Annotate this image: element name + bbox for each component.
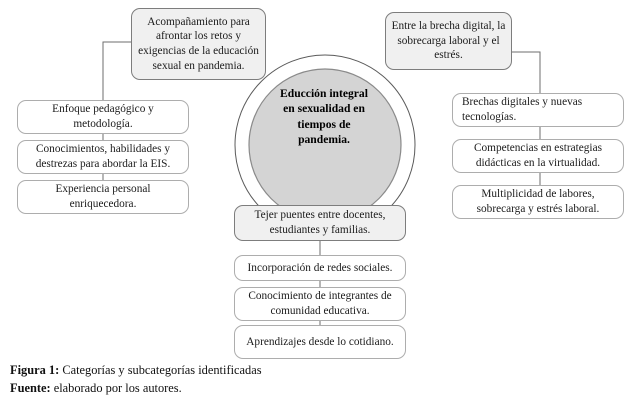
center-line-4: pandemia. xyxy=(298,132,350,146)
caption-figure-line: Figura 1: Categorías y subcategorías ide… xyxy=(10,362,626,380)
subcategory-bottom-2-text: Conocimiento de integrantes de comunidad… xyxy=(248,290,392,317)
caption-source-label: Fuente: xyxy=(10,380,51,395)
subcategory-node-left-3: Experiencia personal enriquecedora. xyxy=(17,180,189,214)
subcategory-bottom-1-text: Incorporación de redes sociales. xyxy=(247,261,393,274)
category-node-top-left: Acompañamiento para afrontar los retos y… xyxy=(131,8,266,80)
subcategory-node-bottom-2: Conocimiento de integrantes de comunidad… xyxy=(234,287,406,321)
subcategory-node-bottom-1: Incorporación de redes sociales. xyxy=(234,255,406,281)
center-line-2: en sexualidad en xyxy=(283,102,365,116)
figure-caption: Figura 1: Categorías y subcategorías ide… xyxy=(10,362,626,397)
subcategory-left-3-text: Experiencia personal enriquecedora. xyxy=(55,183,151,210)
center-concept-label: Educción integral en sexualidad en tiemp… xyxy=(252,86,396,147)
subcategory-right-2-text: Competencias en estrategias didácticas e… xyxy=(474,142,602,169)
subcategory-right-1-text: Brechas digitales y nuevas tecnologías. xyxy=(462,96,583,123)
subcategory-node-right-3: Multiplicidad de labores, sobrecarga y e… xyxy=(452,185,624,219)
subcategory-node-bottom-3: Aprendizajes desde lo cotidiano. xyxy=(234,325,406,359)
caption-figure-label: Figura 1: xyxy=(10,363,60,377)
subcategory-left-1-text: Enfoque pedagógico y metodología. xyxy=(52,103,154,130)
center-line-1: Educción integral xyxy=(280,87,368,100)
subcategory-bottom-3-text: Aprendizajes desde lo cotidiano. xyxy=(246,335,394,348)
caption-source-line: Fuente: elaborado por los autores. xyxy=(10,380,626,398)
center-line-3: tiempos de xyxy=(297,117,351,131)
subcategory-right-3-text: Multiplicidad de labores, sobrecarga y e… xyxy=(476,188,600,215)
subcategory-node-left-1: Enfoque pedagógico y metodología. xyxy=(17,100,189,134)
subcategory-node-right-1: Brechas digitales y nuevas tecnologías. xyxy=(452,93,624,127)
category-top-right-text: Entre la brecha digital, la sobrecarga l… xyxy=(391,19,506,62)
category-node-top-right: Entre la brecha digital, la sobrecarga l… xyxy=(385,12,512,70)
subcategory-left-2-text: Conocimientos, habilidades y destrezas p… xyxy=(35,143,171,170)
caption-figure-text: Categorías y subcategorías identificadas xyxy=(59,363,262,377)
category-bottom-center-text: Tejer puentes entre docentes, estudiante… xyxy=(254,209,386,236)
category-top-left-text: Acompañamiento para afrontar los retos y… xyxy=(138,15,259,72)
subcategory-node-left-2: Conocimientos, habilidades y destrezas p… xyxy=(17,140,189,174)
subcategory-node-right-2: Competencias en estrategias didácticas e… xyxy=(452,139,624,173)
category-node-bottom-center: Tejer puentes entre docentes, estudiante… xyxy=(234,205,406,241)
caption-source-text: elaborado por los autores. xyxy=(50,380,182,395)
